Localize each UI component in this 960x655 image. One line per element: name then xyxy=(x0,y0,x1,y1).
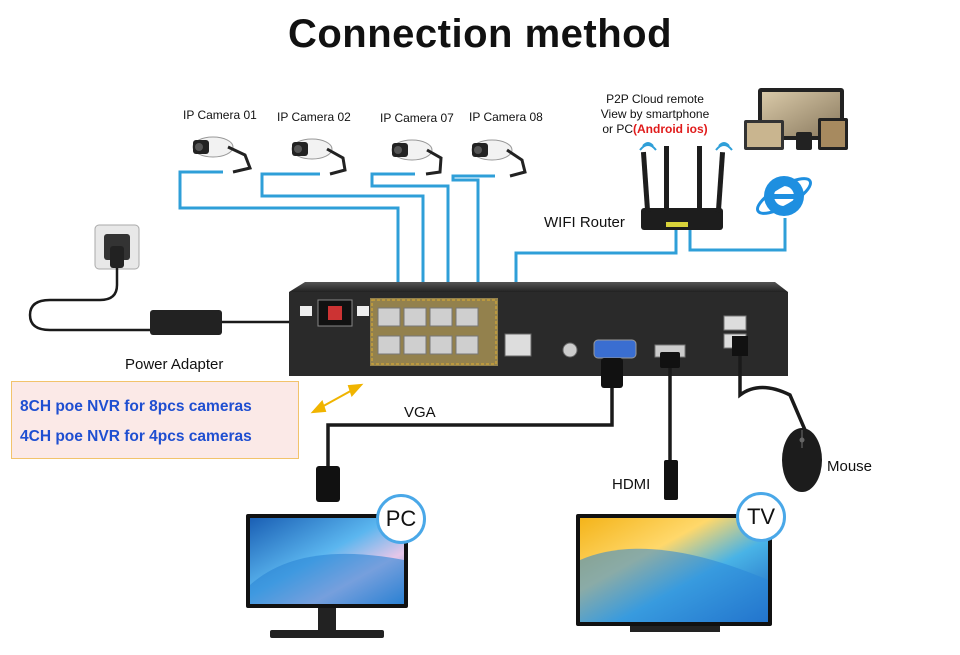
note-8ch: 8CH poe NVR for 8pcs cameras xyxy=(20,398,252,415)
camera-01-icon xyxy=(192,136,253,174)
power-adapter-label: Power Adapter xyxy=(125,356,224,373)
p2p-caption: P2P Cloud remote View by smartphone or P… xyxy=(585,92,725,137)
browser-icon xyxy=(756,176,812,216)
hdmi-label: HDMI xyxy=(612,476,651,493)
wifi-router-icon xyxy=(639,142,733,230)
camera-02-label: IP Camera 02 xyxy=(277,110,351,124)
p2p-line-2: View by smartphone xyxy=(600,107,710,121)
router-label: WIFI Router xyxy=(544,214,625,231)
page-title: Connection method xyxy=(287,12,673,56)
remote-devices-icon xyxy=(744,88,848,150)
tv-icon xyxy=(576,514,772,632)
cable-plugs xyxy=(316,336,748,502)
mouse-label: Mouse xyxy=(827,458,873,475)
camera-08-icon xyxy=(471,139,527,178)
vga-label: VGA xyxy=(404,404,436,421)
video-cables xyxy=(326,350,807,470)
p2p-platforms: (Android ios) xyxy=(633,122,708,136)
camera-07-label: IP Camera 07 xyxy=(380,111,454,125)
camera-01-label: IP Camera 01 xyxy=(183,108,257,122)
p2p-line-1: P2P Cloud remote xyxy=(606,92,704,106)
p2p-line-3: or PC(Android ios) xyxy=(585,122,725,137)
double-arrow-icon xyxy=(310,383,364,414)
pc-badge: PC xyxy=(376,494,426,544)
camera-07-icon xyxy=(391,139,443,176)
note-4ch: 4CH poe NVR for 4pcs cameras xyxy=(20,428,252,445)
nvr-models-note: 8CH poe NVR for 8pcs cameras 4CH poe NVR… xyxy=(11,381,299,459)
pc-monitor-icon xyxy=(246,514,408,638)
tv-badge: TV xyxy=(736,492,786,542)
mouse-icon xyxy=(782,428,822,492)
p2p-line-3-prefix: or PC xyxy=(602,122,634,136)
nvr-device xyxy=(289,282,788,376)
wall-socket-icon xyxy=(94,224,140,270)
camera-08-label: IP Camera 08 xyxy=(469,110,543,124)
camera-02-icon xyxy=(291,138,347,176)
